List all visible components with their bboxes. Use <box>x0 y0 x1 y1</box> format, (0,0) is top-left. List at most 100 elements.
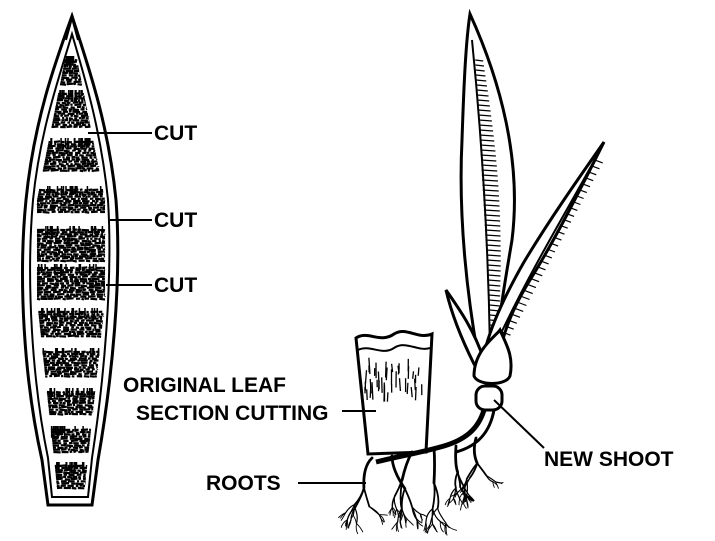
leaf-band-stroke <box>97 292 105 293</box>
leaf-band-stroke <box>65 367 73 368</box>
slanted-leaf-hatch <box>522 297 530 300</box>
leaf-band-stroke <box>73 126 77 127</box>
leaf-band-stroke <box>73 296 78 297</box>
leaf-band-stroke <box>37 207 43 208</box>
leaf-band-stroke <box>50 316 57 317</box>
leaf-band-stroke <box>78 101 80 102</box>
leaf-band-stroke <box>103 230 105 231</box>
leaf-band-stroke <box>66 437 68 438</box>
leaf-band-stroke <box>42 274 47 275</box>
leaf-band-stroke <box>37 205 40 206</box>
root-stroke <box>355 488 364 505</box>
leaf-band-stroke <box>59 322 64 323</box>
leaf-band-stroke <box>98 252 104 253</box>
leaf-band-stroke <box>47 281 54 282</box>
slanted-leaf-hatch <box>512 314 520 317</box>
leaf-band-stroke <box>83 367 86 368</box>
leaf-band-stroke <box>58 245 65 246</box>
slanted-leaf-hatch <box>528 285 536 288</box>
leaf-band-stroke <box>82 205 90 206</box>
leaf-band-stroke <box>98 239 100 240</box>
leaf-band-stroke <box>82 196 85 197</box>
slanted-leaf-hatching <box>503 160 603 335</box>
leaf-band-stroke <box>39 318 43 319</box>
cutting-hatch-stroke <box>415 379 416 391</box>
leaf-band-stroke <box>81 360 88 361</box>
leaf-band-stroke <box>53 292 61 293</box>
leaf-band-stroke <box>61 120 64 121</box>
leaf-band-stroke <box>70 104 72 105</box>
leaf-band-stroke <box>54 243 62 244</box>
leaf-band-stroke <box>96 321 103 322</box>
leaf-band-stroke <box>49 260 52 261</box>
leaf-band-stroke <box>87 287 95 288</box>
leaf-band-stroke <box>62 148 64 149</box>
root-stroke <box>364 488 369 507</box>
leaf-band-stroke <box>64 115 69 116</box>
leaf-band-stroke <box>52 153 58 154</box>
leaf-band-stroke <box>55 124 60 125</box>
leaf-band-stroke <box>84 249 89 250</box>
leaf-band-stroke <box>89 256 96 257</box>
root-stroke <box>433 509 441 522</box>
leaf-band-stroke <box>102 241 105 242</box>
leaf-band-stroke <box>70 372 75 373</box>
leaf-band-stroke <box>67 81 72 82</box>
leaf-band-stroke <box>84 166 90 167</box>
leaf-band-stroke <box>90 166 96 167</box>
root-stroke <box>357 523 363 532</box>
leaf-band-stroke <box>103 287 105 288</box>
leaf-band-stroke <box>78 79 81 80</box>
leaf-band-stroke <box>40 332 45 333</box>
leaf-band-stroke <box>75 407 78 408</box>
leaf-band-stroke <box>46 286 51 287</box>
leaf-band-stroke <box>57 367 65 368</box>
leaf-band-stroke <box>87 153 90 154</box>
leaf-band-stroke <box>84 376 89 377</box>
leaf-band-stroke <box>83 477 86 478</box>
leaf-band-stroke <box>51 252 57 253</box>
leaf-band-stroke <box>47 148 53 149</box>
leaf-band-stroke <box>54 256 59 257</box>
leaf-band-stroke <box>53 325 58 326</box>
leaf-band-stroke <box>56 150 64 151</box>
leaf-band-stroke <box>86 320 89 321</box>
leaf-band-stroke <box>63 71 66 72</box>
leaf-band-stroke <box>79 447 83 448</box>
cutting-hatch-stroke <box>370 386 371 398</box>
leaf-band-stroke <box>95 199 102 200</box>
leaf-band-stroke <box>65 359 68 360</box>
leaf-band-stroke <box>53 157 61 158</box>
leaf-band-stroke <box>66 445 73 446</box>
leaf-band-stroke <box>44 205 48 206</box>
leaf-band-stroke <box>60 205 66 206</box>
leaf-band-stroke <box>91 316 97 317</box>
root-stroke <box>433 483 435 509</box>
leaf-band-stroke <box>91 294 95 295</box>
leaf-band-stroke <box>64 351 71 352</box>
leaf-band-stroke <box>41 205 44 206</box>
leaf-band-stroke <box>90 157 93 158</box>
leaf-band-stroke <box>66 298 73 299</box>
leaf-band-stroke <box>71 362 73 363</box>
leaf-band-stroke <box>88 318 90 319</box>
leaf-band-stroke <box>79 155 84 156</box>
leaf-band-stroke <box>104 270 105 271</box>
leaf-band-stroke <box>71 115 74 116</box>
leaf-band-stroke <box>96 159 97 160</box>
leaf-band-stroke <box>61 483 69 484</box>
leaf-band-stroke <box>74 84 77 85</box>
leaf-band-stroke <box>54 141 60 142</box>
leaf-band-stroke <box>75 60 77 61</box>
leaf-band-stroke <box>59 399 66 400</box>
leaf-band-stroke <box>75 232 77 233</box>
leaf-band-stroke <box>82 276 88 277</box>
leaf-band-stroke <box>59 465 67 466</box>
leaf-band-stroke <box>45 160 48 161</box>
leaf-band-stroke <box>88 208 92 209</box>
leaf-band-stroke <box>90 292 96 293</box>
leaf-band-stroke <box>68 161 72 162</box>
leaf-band-stroke <box>58 400 63 401</box>
leaf-band-stroke <box>69 125 72 126</box>
